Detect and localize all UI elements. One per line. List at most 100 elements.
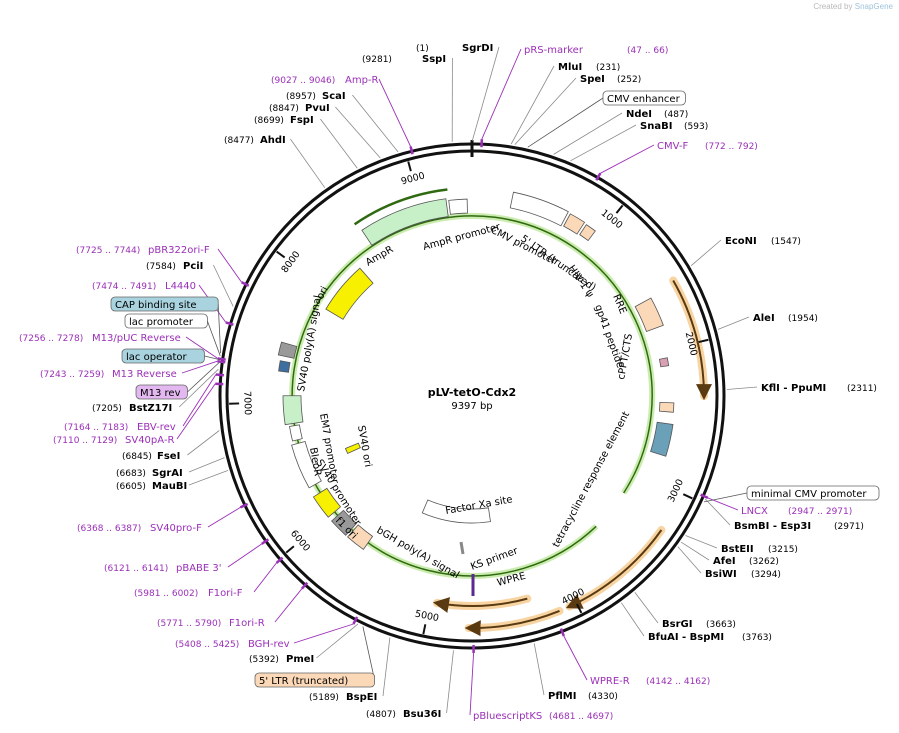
- primer-range: (7110 .. 7129): [53, 436, 117, 446]
- sv40-promoter-feature[interactable]: [291, 440, 322, 489]
- f1-ori-feature[interactable]: [312, 487, 342, 518]
- primer-pbabe-3[interactable]: pBABE 3': [176, 563, 222, 574]
- primer-tick: [559, 628, 565, 637]
- enzyme-position: (2311): [847, 384, 877, 394]
- primer-range: (6121 .. 6141): [104, 564, 168, 574]
- enzyme-pmei[interactable]: PmeI: [286, 654, 314, 665]
- enzyme-pvui[interactable]: PvuI: [305, 103, 330, 114]
- enzyme-leader: [213, 264, 234, 307]
- primer-tick: [595, 172, 602, 181]
- primer-range: (2947 .. 2971): [788, 507, 852, 517]
- enzyme-position: (1): [416, 44, 429, 54]
- bgh-feature[interactable]: [347, 524, 374, 550]
- feature-box-lac-operator[interactable]: [121, 348, 205, 364]
- cppt-feature[interactable]: [658, 401, 675, 413]
- orf-bottom[interactable]: [464, 609, 560, 637]
- enzyme-spei[interactable]: SpeI: [580, 74, 605, 85]
- wpre-feature[interactable]: [421, 499, 491, 524]
- primer-f1ori-r[interactable]: F1ori-R: [229, 618, 265, 629]
- orf-lower-right[interactable]: [565, 529, 663, 609]
- enzyme-snabi[interactable]: SnaBI: [640, 121, 672, 132]
- ampr-promoter-feature[interactable]: [448, 198, 468, 215]
- feature-box-cap-binding-site[interactable]: [110, 296, 219, 312]
- primer-range: (9027 .. 9046): [271, 76, 335, 86]
- primer-bgh-rev[interactable]: BGH-rev: [248, 639, 290, 650]
- enzyme-bsmbi-esp3i[interactable]: BsmBI - Esp3I: [734, 521, 811, 532]
- enzyme-bsrgi[interactable]: BsrGI: [662, 619, 692, 630]
- feature-box-cmv-enhancer[interactable]: [602, 90, 686, 106]
- enzyme-bfuai-bspmi[interactable]: BfuAI - BspMI: [648, 632, 724, 643]
- primer-cmv-f[interactable]: CMV-F: [657, 141, 688, 152]
- rre-feature[interactable]: [634, 297, 664, 333]
- enzyme-bsu36i[interactable]: Bsu36I: [403, 709, 441, 720]
- tick-label: 7000: [241, 391, 253, 416]
- primer-prs-marker[interactable]: pRS-marker: [524, 45, 584, 56]
- primer-range: (5408 .. 5425): [175, 640, 239, 650]
- em7-feature[interactable]: [289, 424, 303, 442]
- cmv-promoter-feature[interactable]: [509, 191, 569, 227]
- primer-leader: [563, 635, 588, 681]
- enzyme-bstz17i[interactable]: BstZ17I: [129, 403, 172, 414]
- bleor-feature[interactable]: [282, 395, 304, 426]
- box-leader: [204, 355, 220, 360]
- enzyme-sgrdi[interactable]: SgrDI: [462, 43, 493, 54]
- enzyme-fspi[interactable]: FspI: [290, 115, 314, 126]
- primer-pbr322ori-f[interactable]: pBR322ori-F: [148, 245, 210, 256]
- ori-feature[interactable]: [325, 267, 374, 320]
- feature-box-label: lac promoter: [129, 317, 194, 328]
- hiv-psi-feature[interactable]: [579, 224, 596, 242]
- primer-range: (4681 .. 4697): [549, 712, 613, 722]
- tick-label: 2000: [683, 331, 699, 357]
- orf-bottom-glow: [464, 606, 564, 633]
- primer-lncx[interactable]: LNCX: [741, 506, 768, 517]
- primer-pbluescriptks[interactable]: pBluescriptKS: [473, 711, 542, 722]
- primer-m13-puc-reverse[interactable]: M13/pUC Reverse: [92, 333, 181, 344]
- primer-sv40pa-r[interactable]: SV40pA-R: [125, 435, 174, 446]
- ltr5-feature[interactable]: [563, 213, 586, 235]
- primer-f1ori-f[interactable]: F1ori-F: [208, 588, 243, 599]
- enzyme-alei[interactable]: AleI: [753, 313, 775, 324]
- enzyme-pcii[interactable]: PciI: [183, 261, 203, 272]
- feature-box-5-ltr-truncated[interactable]: [254, 672, 375, 688]
- orf-bottom-inner[interactable]: [432, 597, 528, 613]
- enzyme-kfli-ppumi[interactable]: KflI - PpuMI: [761, 383, 826, 394]
- sv40-polya-feature[interactable]: [277, 341, 298, 359]
- feature-box-minimal-cmv-promoter[interactable]: [746, 485, 880, 501]
- feature-box-m13-rev[interactable]: [135, 384, 188, 400]
- enzyme-mlui[interactable]: MluI: [558, 62, 582, 73]
- enzyme-bsteii[interactable]: BstEII: [721, 544, 754, 555]
- enzyme-afei[interactable]: AfeI: [713, 556, 736, 567]
- enzyme-maubi[interactable]: MauBI: [152, 481, 187, 492]
- primer-l4440[interactable]: L4440: [165, 281, 196, 292]
- enzyme-scai[interactable]: ScaI: [322, 91, 346, 102]
- tre-arc[interactable]: [291, 215, 653, 577]
- bgh-gray-feature[interactable]: [331, 509, 358, 536]
- feature-box-lac-promoter[interactable]: [124, 313, 208, 329]
- enzyme-fsei[interactable]: FseI: [157, 451, 180, 462]
- primer-amp-r[interactable]: Amp-R: [345, 75, 379, 86]
- orf-right[interactable]: [672, 280, 713, 401]
- enzyme-ndei[interactable]: NdeI: [626, 109, 652, 120]
- label-ori: ori: [315, 285, 331, 302]
- ampr-feature[interactable]: [361, 198, 449, 246]
- enzyme-sspi[interactable]: SspI: [422, 54, 446, 65]
- primer-ebv-rev[interactable]: EBV-rev: [137, 422, 176, 433]
- enzyme-ahdi[interactable]: AhdI: [260, 135, 286, 146]
- enzyme-pflmi[interactable]: PflMI: [548, 691, 576, 702]
- primer-m13-reverse[interactable]: M13 Reverse: [112, 369, 177, 380]
- lac-feature[interactable]: [278, 360, 291, 373]
- gp41-feature[interactable]: [658, 357, 670, 368]
- primer-leader: [707, 497, 739, 511]
- enzyme-econi[interactable]: EcoNI: [725, 236, 757, 247]
- enzyme-bspei[interactable]: BspEI: [346, 692, 377, 703]
- tre-block-feature[interactable]: [650, 421, 674, 457]
- enzyme-bsiwi[interactable]: BsiWI: [705, 569, 737, 580]
- primer-sv40pro-f[interactable]: SV40pro-F: [150, 523, 202, 534]
- enzyme-leader: [188, 470, 229, 486]
- enzyme-sgrai[interactable]: SgrAI: [152, 468, 183, 479]
- primer-wpre-r[interactable]: WPRE-R: [590, 676, 630, 687]
- primer-leader: [176, 383, 216, 440]
- sv40-ori-feature[interactable]: [344, 442, 361, 455]
- label-ampr-promoter: AmpR promoter: [422, 221, 502, 252]
